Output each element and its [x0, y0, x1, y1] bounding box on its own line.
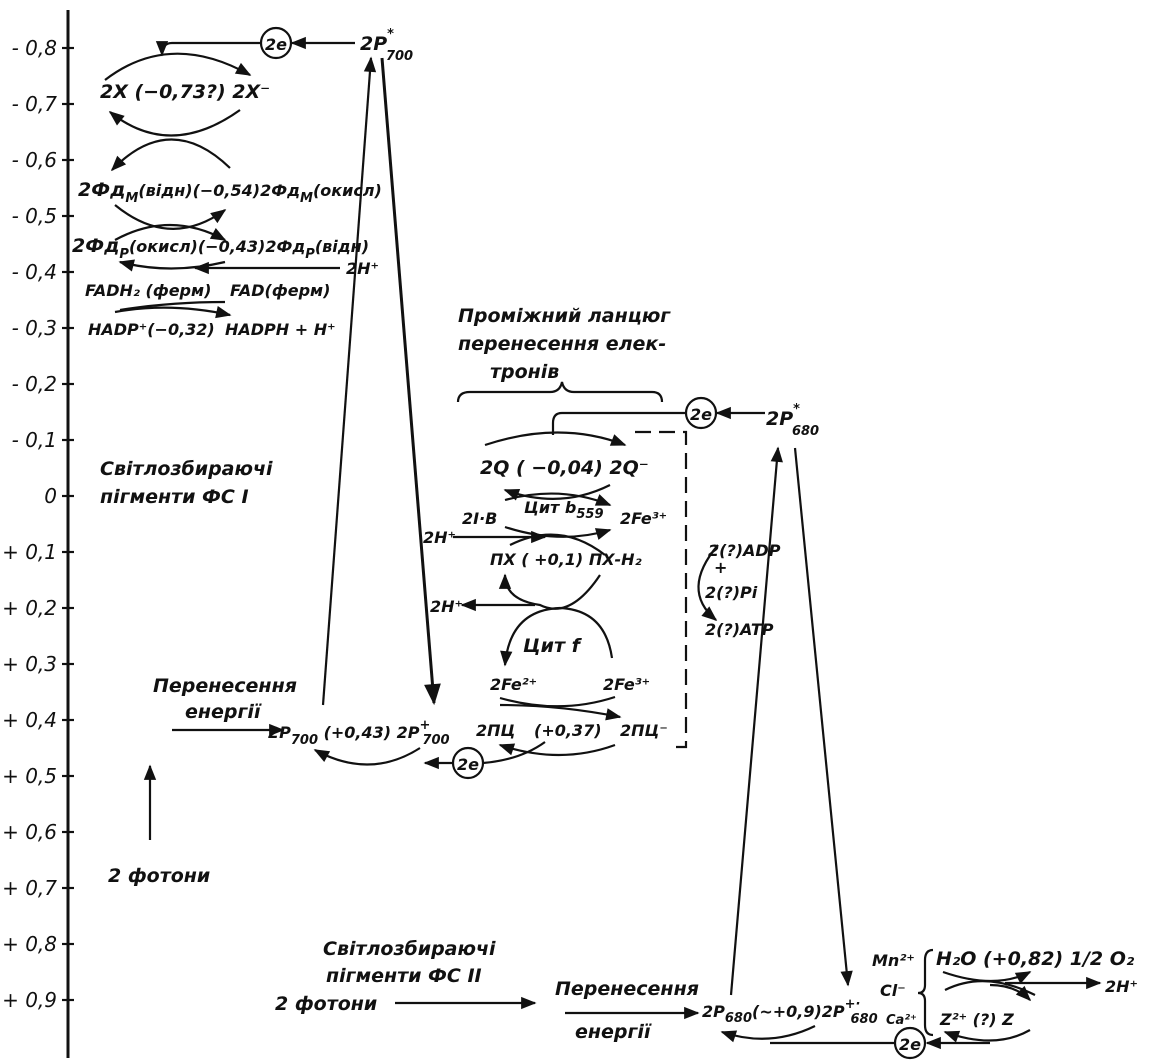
axis-tick-label: + 0,6	[2, 820, 57, 844]
nadp-label: HADP⁺(−0,32)	[88, 320, 215, 339]
axis-tick-label: + 0,1	[2, 540, 57, 564]
axis-tick-label: + 0,5	[2, 764, 57, 788]
axis-tick-label: + 0,3	[2, 652, 57, 676]
ps2: Світлозбираючі пігменти ФС II 2 фотони П…	[275, 446, 1138, 1060]
h-plus-out: 2H⁺	[430, 597, 463, 616]
p700-couple: 2P700 (+0,43) 2P+700	[268, 718, 450, 748]
axis-tick-label: - 0,3	[12, 316, 57, 340]
electron-label: 2e	[457, 755, 479, 774]
ps2-energy-transfer-2: енергії	[575, 1021, 652, 1043]
axis-tick-label: - 0,5	[12, 204, 57, 228]
plus-label: +	[714, 558, 727, 577]
fad-label: FAD(ферм)	[230, 281, 330, 300]
water-couple: H₂O (+0,82) 1/2 O₂	[936, 948, 1135, 970]
potential-axis: - 0,8 - 0,7 - 0,6 - 0,5 - 0,4 - 0,3 - 0,2 - 0,1…	[2, 10, 74, 1058]
brace	[456, 381, 664, 403]
plastocyanin-label: 2ПЦ	[476, 721, 515, 740]
ps2-photons-label: 2 фотони	[275, 993, 377, 1015]
fd-m-couple: 2ФдM(відн)(−0,54)2ФдM(окисл)	[78, 179, 382, 206]
chain-title-3: тронів	[490, 361, 559, 383]
x-couple: 2X (−0,73?) 2X⁻	[100, 81, 270, 103]
quinone-couple: 2Q ( −0,04) 2Q⁻	[480, 457, 649, 479]
axis-tick-label: + 0,2	[2, 596, 57, 620]
fe2-label: 2Fe²⁺	[490, 675, 537, 694]
cyt-b-left: 2I·B	[462, 509, 497, 528]
cyt-b559-label: Цит b559	[524, 498, 604, 522]
electron-label: 2e	[265, 35, 287, 54]
axis-tick-label: - 0,4	[12, 260, 57, 284]
electron-transport-chain: Проміжний ланцюг перенесення елек- троні…	[423, 305, 819, 757]
plastoquinone-couple: ПХ ( +0,1) ПХ-H₂	[490, 550, 642, 569]
p700-excited-label: 2P*700	[360, 27, 413, 64]
cyt-f-label: Цит f	[523, 635, 583, 657]
ps1-photons-label: 2 фотони	[108, 865, 210, 887]
mn-ion: Mn²⁺	[872, 951, 915, 970]
axis-tick-label: + 0,9	[2, 988, 57, 1012]
ca-ion: Ca²⁺	[886, 1013, 917, 1028]
cl-ion: Cl⁻	[880, 981, 906, 1000]
axis-tick-label: + 0,8	[2, 932, 57, 956]
fe3-top: 2Fe³⁺	[620, 509, 667, 528]
fadh-label: FADH₂ (ферм)	[85, 281, 211, 300]
fe3-label: 2Fe³⁺	[603, 675, 650, 694]
axis-tick-label: + 0,4	[2, 708, 57, 732]
ps1-energy-transfer-2: енергії	[185, 701, 262, 723]
ps1-pigments-label-2: пігменти ФС I	[100, 486, 249, 508]
h-plus-ps2: 2H⁺	[1105, 977, 1138, 996]
ps2-energy-transfer: Перенесення	[555, 978, 699, 1000]
p680-excited-label: 2P*680	[766, 402, 819, 439]
plastocyanin-reduced: 2ПЦ⁻	[620, 721, 668, 740]
ps1-energy-transfer: Перенесення	[153, 675, 297, 697]
electron-label: 2e	[690, 405, 712, 424]
h-plus-ps1: 2H⁺	[346, 259, 379, 278]
chain-title: Проміжний ланцюг	[458, 305, 671, 327]
axis-tick-label: - 0,8	[12, 36, 57, 60]
axis-tick-label: + 0,7	[2, 876, 57, 900]
ps1-pigments-label: Світлозбираючі	[100, 458, 273, 480]
h-plus-in: 2H⁺	[423, 528, 456, 547]
pi-label: 2(?)Pi	[705, 583, 758, 602]
ps1-acceptor-side: 2P*700 2e 2X (−0,73?) 2X⁻ 2ФдM(відн)(−0,…	[72, 26, 413, 339]
fd-p-couple: 2ФдP(окисл)(−0,43)2ФдP(відн)	[72, 235, 369, 262]
electron-label: 2e	[899, 1035, 921, 1054]
p680-couple: 2P680(~+0,9)2P+·680	[702, 997, 878, 1027]
cyclic-path	[635, 430, 688, 749]
axis-tick-label: - 0,6	[12, 148, 57, 172]
nadph-label: HADPH + H⁺	[225, 320, 336, 339]
ps2-pigments-label: Світлозбираючі	[323, 938, 496, 960]
chain-title-2: перенесення елек-	[458, 333, 666, 355]
plastocyanin-potential: (+0,37)	[534, 721, 602, 740]
axis-tick-label: 0	[44, 484, 57, 508]
axis-tick-label: - 0,7	[12, 92, 58, 116]
brace	[917, 948, 934, 1037]
axis-tick-label: - 0,1	[12, 428, 57, 452]
axis-tick-label: - 0,2	[12, 372, 57, 396]
atp-label: 2(?)ATP	[705, 620, 774, 639]
ps2-pigments-label-2: пігменти ФС II	[326, 965, 482, 987]
z-couple: Z²⁺ (?) Z	[939, 1010, 1014, 1029]
ps1-reaction-center: Світлозбираючі пігменти ФС I Перенесення…	[100, 56, 546, 887]
adp-label: 2(?)ADP	[708, 541, 781, 560]
